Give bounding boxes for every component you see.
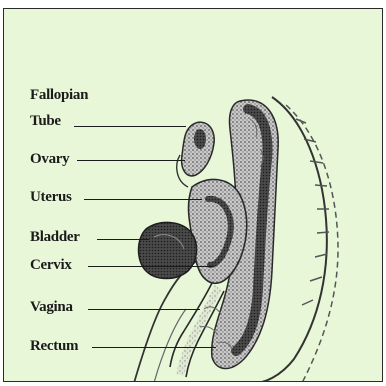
label-fallopian-tube-line2: Tube xyxy=(30,113,61,129)
label-uterus: Uterus xyxy=(30,189,72,205)
diagram-panel: Fallopian Tube Ovary Uterus Bladder Cerv… xyxy=(3,8,383,382)
leader-vagina xyxy=(88,309,200,310)
leader-rectum xyxy=(92,347,216,348)
label-bladder: Bladder xyxy=(30,229,80,245)
leader-fallopian-tube xyxy=(74,126,186,127)
leader-bladder xyxy=(97,239,149,240)
leader-uterus xyxy=(84,199,202,200)
label-vagina: Vagina xyxy=(30,299,73,315)
label-cervix: Cervix xyxy=(30,257,72,273)
leader-cervix xyxy=(88,266,214,267)
label-rectum: Rectum xyxy=(30,338,78,354)
leader-ovary xyxy=(77,160,185,161)
ovary-shape xyxy=(177,122,214,187)
label-ovary: Ovary xyxy=(30,151,69,167)
label-fallopian-tube-line1: Fallopian xyxy=(30,87,88,103)
bladder-shape xyxy=(139,222,197,278)
